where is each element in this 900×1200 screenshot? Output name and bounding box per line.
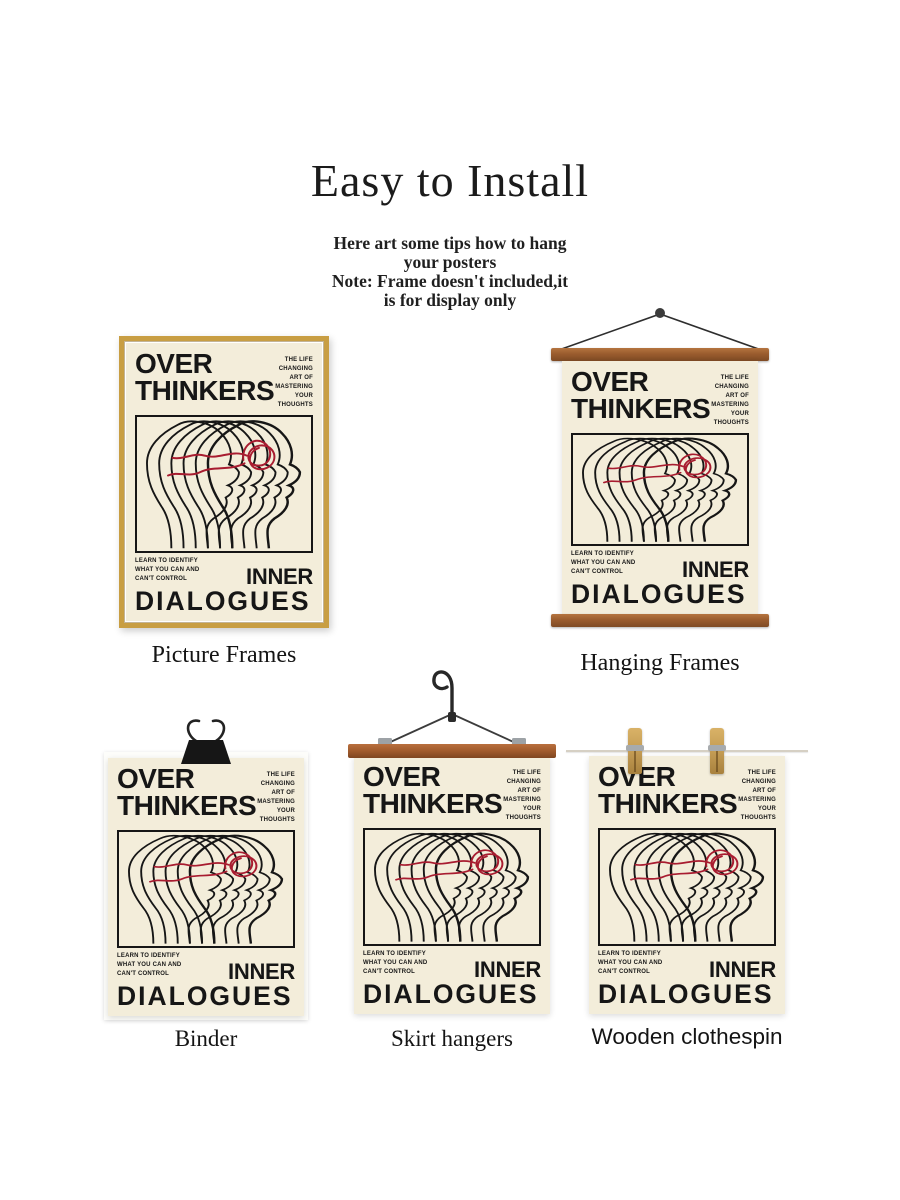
poster-dialogues-title: DIALOGUES <box>135 585 311 616</box>
poster-title-line1: OVER <box>135 348 213 379</box>
poster-header: OVER THINKERS THE LIFE CHANGING ART OF M… <box>571 366 749 428</box>
poster-slot: OVER THINKERS THE LIFE CHANGING ART OF M… <box>354 756 550 1014</box>
gold-picture-frame: OVER THINKERS THE LIFE CHANGING ART OF M… <box>119 336 329 628</box>
poster-footnote: LEARN TO IDENTIFY WHAT YOU CAN AND CAN'T… <box>135 557 200 582</box>
poster-title-line2: THINKERS <box>363 787 503 819</box>
poster-artwork: OVER THINKERS THE LIFE CHANGING ART OF M… <box>108 758 304 1016</box>
poster-footer: LEARN TO IDENTIFY WHAT YOU CAN AND CAN'T… <box>363 950 541 982</box>
nail-and-string-icon <box>555 308 765 352</box>
poster-inner-title: INNER <box>709 956 776 982</box>
poster-title-line2: THINKERS <box>598 787 738 819</box>
clothespin-icon <box>626 728 644 774</box>
poster-tagline: THE LIFE CHANGING ART OF MASTERING YOUR … <box>503 770 541 821</box>
poster-slot: OVER THINKERS THE LIFE CHANGING ART OF M… <box>126 343 322 621</box>
poster-title: OVER THINKERS <box>363 761 503 823</box>
method-label: Wooden clothespin <box>591 1024 783 1049</box>
poster-title-line1: OVER <box>117 763 195 794</box>
poster-title: OVER THINKERS <box>135 348 275 410</box>
poster-dialogues-title: DIALOGUES <box>598 978 774 1009</box>
poster-header: OVER THINKERS THE LIFE CHANGING ART OF M… <box>363 761 541 823</box>
note-line1: Note: Frame doesn't included,it <box>331 271 569 291</box>
poster-header: OVER THINKERS THE LIFE CHANGING ART OF M… <box>135 348 313 410</box>
hanger-top-wooden-bar <box>551 348 769 361</box>
poster-title: OVER THINKERS <box>117 763 257 825</box>
poster-artwork: OVER THINKERS THE LIFE CHANGING ART OF M… <box>354 756 550 1014</box>
poster-title-line2: THINKERS <box>117 789 257 821</box>
poster-title-line2: THINKERS <box>571 392 711 424</box>
method-label: Skirt hangers <box>390 1026 513 1051</box>
poster-footnote: LEARN TO IDENTIFY WHAT YOU CAN AND CAN'T… <box>117 952 182 977</box>
poster-artwork: OVER THINKERS THE LIFE CHANGING ART OF M… <box>126 343 322 621</box>
poster-dialogues-title: DIALOGUES <box>571 578 747 609</box>
poster-inner-title: INNER <box>228 958 295 984</box>
poster-footnote: LEARN TO IDENTIFY WHAT YOU CAN AND CAN'T… <box>571 550 636 575</box>
poster-header: OVER THINKERS THE LIFE CHANGING ART OF M… <box>117 763 295 825</box>
head-illustration-box <box>117 830 295 948</box>
hanging-string <box>566 750 808 752</box>
poster-artwork: OVER THINKERS THE LIFE CHANGING ART OF M… <box>562 361 758 614</box>
method-label: Binder <box>174 1026 238 1051</box>
overlapping-heads-scribble-illustration <box>146 420 302 549</box>
method-skirt-hangers: OVER THINKERS THE LIFE CHANGING ART OF M… <box>348 654 556 1051</box>
poster-title-line2: THINKERS <box>135 374 275 406</box>
intro-text: Here art some tips how to hang your post… <box>0 234 900 310</box>
tips-line2: your posters <box>403 252 497 272</box>
poster-dialogues-title: DIALOGUES <box>117 980 293 1011</box>
skirt-hanger-icon <box>348 670 556 758</box>
poster-title: OVER THINKERS <box>598 763 738 823</box>
head-illustration-box <box>135 415 313 553</box>
poster-header: OVER THINKERS THE LIFE CHANGING ART OF M… <box>598 763 776 823</box>
poster-slot: OVER THINKERS THE LIFE CHANGING ART OF M… <box>562 361 758 614</box>
poster-tagline: THE LIFE CHANGING ART OF MASTERING YOUR … <box>738 770 776 821</box>
method-wooden-clothespin: OVER THINKERS THE LIFE CHANGING ART OF M… <box>566 712 808 1049</box>
clothespin-icon <box>708 728 726 774</box>
poster-inner-title: INNER <box>682 556 749 582</box>
tips-line1: Here art some tips how to hang <box>333 233 567 253</box>
poster-footnote: LEARN TO IDENTIFY WHAT YOU CAN AND CAN'T… <box>598 950 663 975</box>
poster-title-line1: OVER <box>571 366 649 397</box>
method-label: Hanging Frames <box>580 650 740 676</box>
poster-tagline: THE LIFE CHANGING ART OF MASTERING YOUR … <box>711 375 749 426</box>
method-label: Picture Frames <box>151 642 297 668</box>
poster-tagline: THE LIFE CHANGING ART OF MASTERING YOUR … <box>257 772 295 823</box>
method-hanging-frames: OVER THINKERS THE LIFE CHANGING ART OF M… <box>551 306 769 676</box>
method-binder: OVER THINKERS THE LIFE CHANGING ART OF M… <box>104 716 308 1051</box>
poster-artwork: OVER THINKERS THE LIFE CHANGING ART OF M… <box>589 756 785 1014</box>
poster-inner-title: INNER <box>474 956 541 982</box>
head-illustration-box <box>363 828 541 946</box>
poster-tagline: THE LIFE CHANGING ART OF MASTERING YOUR … <box>275 357 313 408</box>
head-illustration-box <box>571 433 749 546</box>
binder-clip-icon <box>181 719 231 764</box>
poster-title: OVER THINKERS <box>571 366 711 428</box>
overlapping-heads-scribble-illustration <box>128 834 284 944</box>
head-illustration-box <box>598 828 776 946</box>
overlapping-heads-scribble-illustration <box>582 437 738 542</box>
poster-title-line1: OVER <box>363 761 441 792</box>
poster-footer: LEARN TO IDENTIFY WHAT YOU CAN AND CAN'T… <box>117 952 295 984</box>
poster-dialogues-title: DIALOGUES <box>363 978 539 1009</box>
overlapping-heads-scribble-illustration <box>609 832 765 942</box>
hanger-bottom-wooden-bar <box>551 614 769 627</box>
method-picture-frames: OVER THINKERS THE LIFE CHANGING ART OF M… <box>114 336 334 670</box>
poster-slot: OVER THINKERS THE LIFE CHANGING ART OF M… <box>108 758 304 1016</box>
poster-slot: OVER THINKERS THE LIFE CHANGING ART OF M… <box>589 756 785 1014</box>
page-title: Easy to Install <box>310 155 590 206</box>
poster-footer: LEARN TO IDENTIFY WHAT YOU CAN AND CAN'T… <box>571 550 749 582</box>
poster-footer: LEARN TO IDENTIFY WHAT YOU CAN AND CAN'T… <box>598 950 776 982</box>
overlapping-heads-scribble-illustration <box>374 832 530 942</box>
poster-footnote: LEARN TO IDENTIFY WHAT YOU CAN AND CAN'T… <box>363 950 428 975</box>
poster-inner-title: INNER <box>246 563 313 589</box>
note-line2: is for display only <box>383 290 517 310</box>
poster-footer: LEARN TO IDENTIFY WHAT YOU CAN AND CAN'T… <box>135 557 313 589</box>
